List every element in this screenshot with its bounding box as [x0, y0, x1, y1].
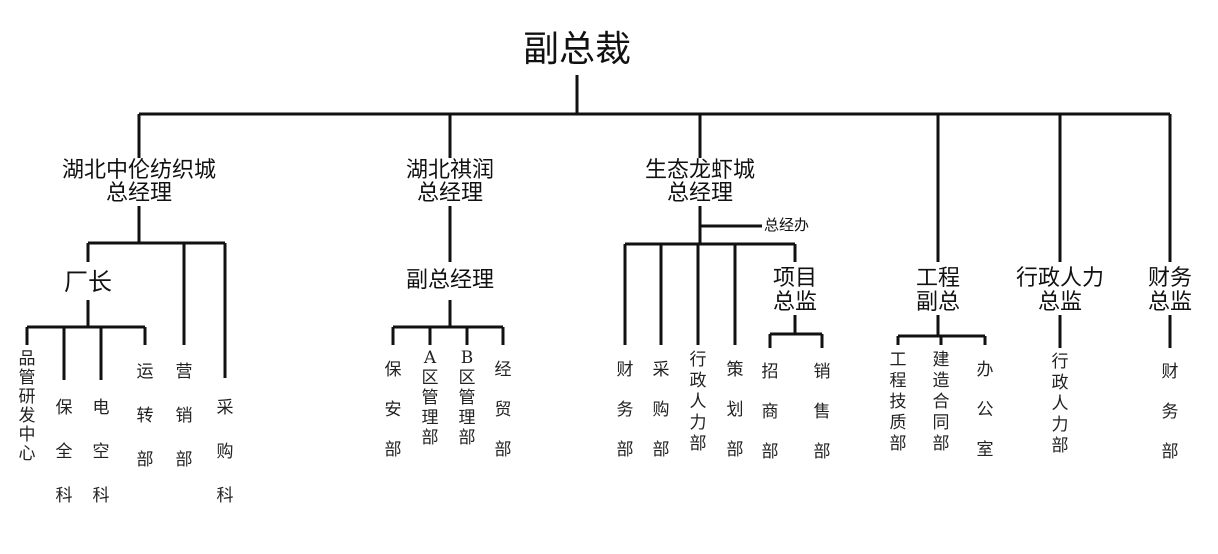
unit-finance-6: 财务部 [1161, 362, 1179, 462]
unit-maintenance: 保全科 [55, 398, 73, 506]
deputy-general-manager: 副总经理 [405, 268, 494, 293]
unit-construction-contracts: 建造合同部 [932, 350, 950, 454]
unit-operations: 运转部 [136, 362, 154, 470]
branch-1-title-line1: 湖北中伦纺织城 [61, 158, 216, 183]
unit-quality-rnd: 品管研发中心 [18, 349, 36, 464]
unit-security: 保安部 [384, 360, 402, 460]
unit-trade: 经贸部 [494, 360, 512, 460]
unit-office: 办公室 [976, 360, 994, 460]
unit-electrical-ac: 电空科 [92, 398, 110, 506]
factory-director: 厂长 [64, 268, 112, 296]
project-director-line1: 项目 [772, 266, 817, 291]
branch-1-title-line2: 总经理 [105, 181, 172, 206]
branch-5-title-line1: 行政人力 [1015, 266, 1104, 291]
branch-3-title-line1: 生态龙虾城 [644, 158, 755, 183]
unit-purchasing-3: 采购部 [652, 360, 670, 460]
unit-finance-3: 财务部 [616, 360, 634, 460]
branch-5-title-line2: 总监 [1037, 290, 1082, 315]
branch-2-title-line1: 湖北祺润 [405, 158, 494, 183]
unit-planning: 策划部 [726, 360, 744, 460]
general-manager-office: 总经办 [764, 216, 810, 234]
unit-admin-hr-3: 行政人力部 [689, 350, 707, 454]
branch-6-title-line1: 财务 [1147, 266, 1192, 291]
unit-marketing: 营销部 [175, 362, 193, 470]
root-title: 副总裁 [522, 29, 631, 70]
unit-admin-hr-5: 行政人力部 [1051, 352, 1069, 456]
unit-investment-promotion: 招商部 [761, 362, 779, 462]
branch-6-title-line2: 总监 [1147, 290, 1192, 315]
unit-area-b-management: B区管理部 [458, 348, 476, 448]
branch-2-title-line2: 总经理 [416, 181, 483, 206]
unit-procurement: 采购科 [216, 398, 234, 506]
unit-area-a-management: A区管理部 [421, 348, 439, 448]
project-director-line2: 总监 [772, 290, 817, 315]
branch-3-title-line2: 总经理 [666, 181, 733, 206]
unit-engineering-quality: 工程技质部 [889, 350, 907, 454]
unit-sales: 销售部 [813, 362, 831, 462]
branch-4-title-line1: 工程 [915, 266, 960, 291]
branch-4-title-line2: 副总 [915, 290, 960, 315]
